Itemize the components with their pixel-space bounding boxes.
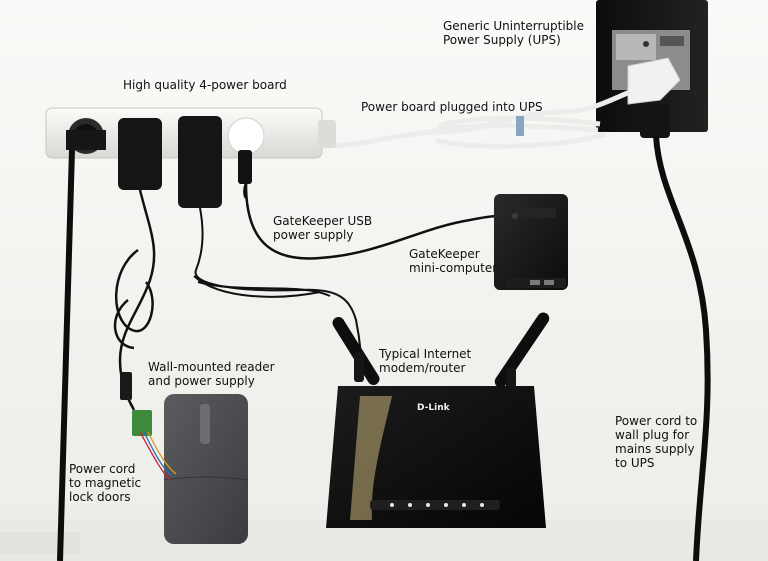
- power-board: [45, 107, 336, 208]
- router-brand-text: D-Link: [417, 403, 450, 413]
- power-board-label: High quality 4-power board: [123, 78, 287, 92]
- green-terminal-block: [132, 410, 152, 436]
- reader-label: Wall-mounted reader and power supply: [148, 360, 275, 388]
- ups-label: Generic Uninterruptible Power Supply (UP…: [443, 19, 585, 47]
- magnetic-cord-label: Power cord to magnetic lock doors: [69, 462, 142, 504]
- usb-cable: [244, 183, 499, 260]
- cable-tie: [516, 116, 524, 136]
- usb-supply-label: GateKeeper USB power supply: [273, 214, 373, 242]
- mains-power-cord: [653, 135, 711, 561]
- router-power-cable: [193, 207, 363, 381]
- mains-cord-label: Power cord to wall plug for mains supply…: [615, 414, 698, 470]
- router-label: Typical Internet modem/router: [379, 347, 472, 375]
- board-to-ups-cord: [319, 89, 631, 149]
- left-cord: [57, 149, 75, 561]
- minicomputer-device: [494, 194, 568, 290]
- board-into-ups-label: Power board plugged into UPS: [361, 100, 543, 114]
- router-device: [326, 386, 546, 528]
- minicomputer-label: GateKeeper mini-computer: [409, 247, 498, 275]
- ups-unit: [596, 0, 708, 138]
- wall-reader: [139, 394, 249, 544]
